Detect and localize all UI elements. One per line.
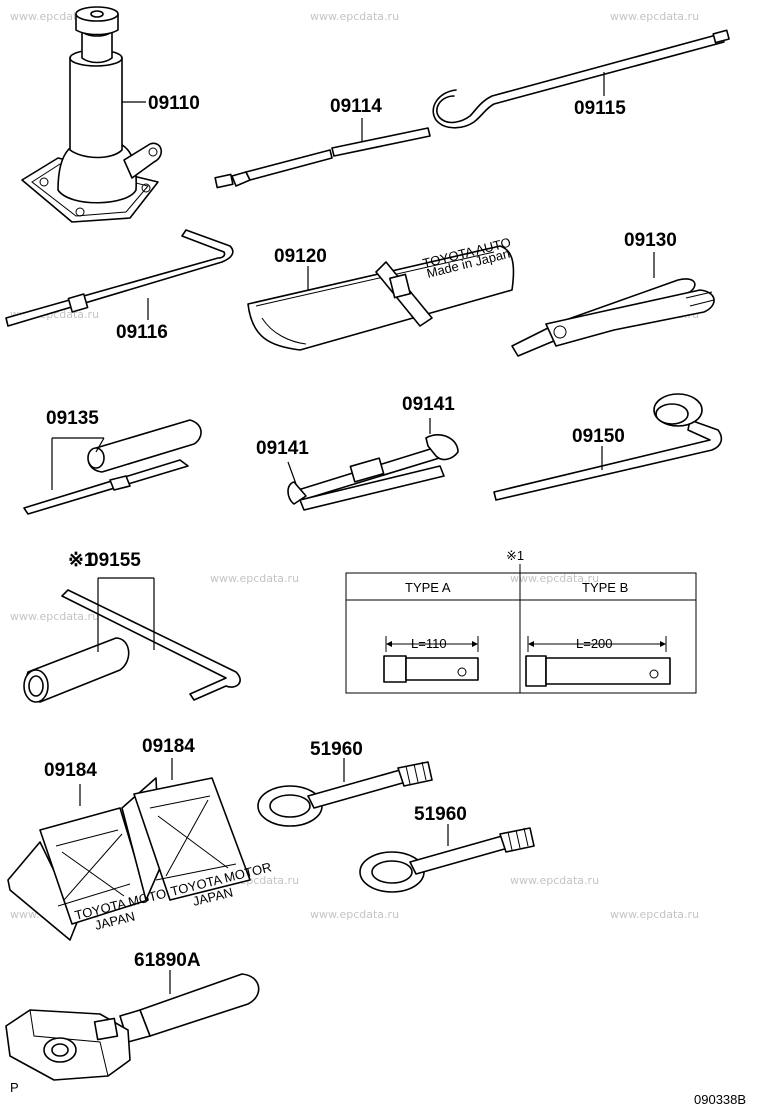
part-number-wrench-a: 09141 — [402, 394, 455, 415]
type-table: ※1 TYPE A TYPE B L=110 L=200 — [345, 548, 697, 694]
watermark: www.epcdata.ru — [610, 10, 699, 23]
watermark: www.epcdata.ru — [10, 610, 99, 623]
watermark: www.epcdata.ru — [310, 10, 399, 23]
part-number-jack-handle: 09116 — [116, 322, 168, 343]
wheel-wrench-drawing — [493, 393, 723, 501]
part-number-extension-bar: 09114 — [330, 96, 382, 117]
type-b-dimension: L=200 — [576, 636, 613, 651]
watermark: www.epcdata.ru — [210, 572, 299, 585]
part-number-chock-left: 09184 — [44, 760, 97, 781]
watermark: www.epcdata.ru — [510, 572, 599, 585]
watermark-group: www.epcdata.ru www.epcdata.ru www.epcdat… — [10, 10, 699, 921]
wrench-drawing — [287, 434, 459, 511]
plug-wrench-mark: ※1 — [68, 550, 95, 571]
jack-drawing — [21, 6, 162, 223]
type-b-header: TYPE B — [582, 580, 628, 595]
type-a-dimension: L=110 — [411, 636, 447, 651]
part-number-tool-bag: 09120 — [274, 246, 327, 267]
part-number-plug-wrench: 09155 — [88, 550, 141, 571]
watermark: www.epcdata.ru — [610, 908, 699, 921]
type-table-mark: ※1 — [506, 548, 524, 563]
watermark: www.epcdata.ru — [510, 874, 599, 887]
handle-tool-drawing — [5, 973, 260, 1081]
plug-wrench-drawing — [23, 589, 241, 703]
chock-drawing: TOYOTA MOTOR JAPAN TOYOTA MOTOR JAPAN — [7, 777, 273, 941]
diagram-code: 090338B — [694, 1092, 746, 1107]
part-number-towing-eye-b: 51960 — [414, 804, 467, 825]
part-number-towing-eye-a: 51960 — [310, 739, 363, 760]
part-number-wheel-wrench: 09150 — [572, 426, 625, 447]
screwdriver-drawing — [23, 419, 202, 515]
extension-bar-drawing — [214, 127, 431, 189]
jack-handle-drawing — [5, 229, 234, 327]
hook-rod-drawing — [432, 29, 730, 129]
part-number-handle-tool: 61890A — [134, 950, 201, 971]
part-number-wrench-b: 09141 — [256, 438, 309, 459]
part-number-jack: 09110 — [148, 93, 200, 114]
towing-eye-drawing — [257, 761, 535, 893]
page-mark: P — [10, 1080, 19, 1095]
part-number-screwdriver: 09135 — [46, 408, 99, 429]
part-number-hook-rod: 09115 — [574, 98, 626, 119]
watermark: www.epcdata.ru — [310, 908, 399, 921]
part-number-pliers: 09130 — [624, 230, 677, 251]
type-a-header: TYPE A — [405, 580, 451, 595]
pliers-drawing — [511, 278, 715, 357]
part-number-chock-right: 09184 — [142, 736, 195, 757]
